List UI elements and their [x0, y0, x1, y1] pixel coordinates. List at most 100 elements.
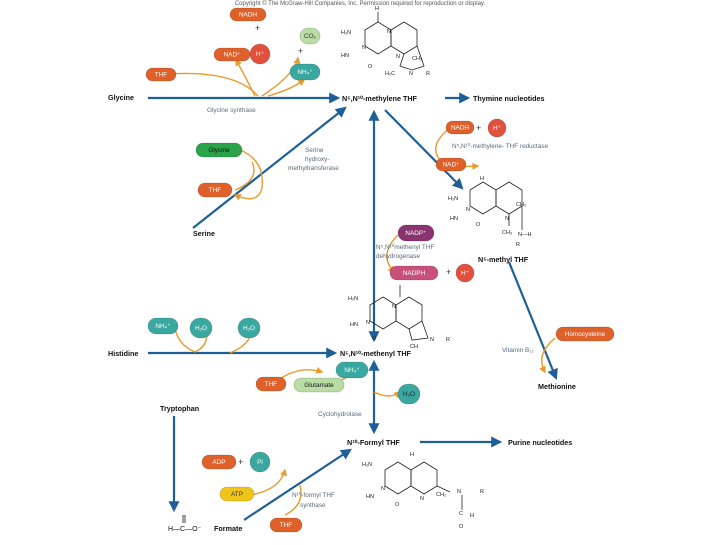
- nadph-pill-shape: [389, 265, 439, 281]
- node-methenyl-thf: N⁵,N¹⁰-methenyl THF: [340, 349, 412, 358]
- thf-mid-pill: THF: [255, 376, 287, 392]
- enzyme-serine-hmt-2: hydroxy-: [305, 156, 330, 163]
- curve-to-nad-top: [235, 58, 256, 97]
- nh4-his-pill: NH₄⁺: [147, 317, 179, 335]
- nadp-pill: NADP⁺: [397, 224, 435, 242]
- struct-text: HN: [350, 322, 358, 328]
- curve-cyclohydrolase: [373, 391, 402, 399]
- glycine-pill-label: Glycine: [208, 147, 230, 154]
- struct-text: CH: [410, 344, 418, 350]
- curve-to-nh4-top: [267, 79, 306, 97]
- h-mid-pill: H⁺: [455, 263, 475, 283]
- nad-top-pill-shape: [213, 47, 251, 62]
- struct-text: N: [362, 45, 366, 51]
- glutamate-pill-shape: [293, 377, 345, 393]
- node-serine: Serine: [193, 229, 215, 238]
- homocysteine-pill-shape: [555, 326, 615, 342]
- atp-pill-label: ATP: [231, 491, 243, 498]
- curve-formyl-synthase: [249, 468, 288, 496]
- node-methylene-thf: N⁵,N¹⁰-methylene THF: [342, 94, 418, 103]
- struct-text: H₂N: [348, 296, 358, 302]
- formate-formula: H—C—O⁻: [168, 526, 202, 533]
- node-formyl-thf: N¹⁰-Formyl THF: [347, 438, 400, 447]
- curve-glycine-serine: [233, 149, 264, 201]
- enzyme-reductase: N⁵,N¹⁰-methylene- THF reductase: [452, 143, 548, 150]
- node-histidine: Histidine: [108, 349, 138, 358]
- arrow-serine-to-methylene: [192, 106, 347, 229]
- enzyme-dehydrogenase-1: N⁵,N¹⁰methenyl THF: [376, 244, 434, 251]
- struct-text: N: [392, 304, 396, 310]
- struct-text: O: [395, 502, 400, 508]
- thf-top-pill-label: THF: [155, 72, 168, 79]
- struct-text: R: [426, 71, 430, 77]
- structure-formyl-thf: [384, 461, 463, 510]
- nad-right-pill-shape: [435, 157, 467, 172]
- co2-pill-label: CO₂: [304, 33, 317, 40]
- struct-text: HN: [450, 216, 458, 222]
- h2o-his2-pill-shape: [237, 317, 261, 339]
- nadh-right-pill: NADH: [445, 120, 475, 135]
- struct-text: H₂N: [341, 30, 351, 36]
- curve-methionine: [539, 337, 556, 374]
- h2o-his2-pill-label: H₂O: [243, 325, 255, 332]
- glycine-pill: Glycine: [195, 142, 243, 158]
- nadph-pill: NADPH: [389, 265, 439, 281]
- thf-serine-pill: THF: [197, 182, 233, 198]
- h2o-his1-pill-label: H₂O: [195, 325, 207, 332]
- nadp-pill-label: NADP⁺: [405, 230, 426, 237]
- plus-sign: +: [238, 457, 243, 467]
- pi-pill-label: Pi: [257, 459, 263, 466]
- node-methionine: Methionine: [538, 382, 576, 391]
- nadh-top-pill: NADH: [229, 7, 267, 22]
- h2o-cyclo-pill: H₂O: [397, 383, 421, 405]
- struct-text: N: [366, 320, 370, 326]
- thf-serine-pill-label: THF: [209, 187, 222, 194]
- h-mid-pill-label: H⁺: [461, 270, 469, 277]
- h-top-pill-shape: [249, 43, 271, 65]
- h2o-his2-pill: H₂O: [237, 317, 261, 339]
- nad-right-pill-label: NAD⁺: [443, 162, 460, 169]
- glutamate-pill-label: Glutamate: [304, 382, 334, 389]
- thf-top-pill: THF: [145, 67, 177, 82]
- nh4-his-pill-shape: [147, 317, 179, 335]
- nadph-pill-label: NADPH: [403, 270, 426, 277]
- nh4-mid-pill-label: NH₄⁺: [344, 367, 359, 374]
- struct-text: R: [480, 489, 484, 495]
- struct-text: H: [410, 452, 414, 458]
- arrow-methylene-to-methyl: [384, 109, 464, 190]
- thf-serine-pill-shape: [197, 182, 233, 198]
- enzyme-dehydrogenase-2: dehydrogenase: [376, 253, 421, 260]
- co2-pill: CO₂: [299, 27, 321, 45]
- homocysteine-pill-label: Homocysteine: [565, 331, 606, 338]
- struct-text: O: [372, 336, 377, 342]
- structure-methyl-thf: [469, 181, 523, 230]
- struct-text: CH₃: [502, 230, 512, 236]
- nadh-right-pill-shape: [445, 120, 475, 135]
- enzyme-formyl-synthase-1: N¹⁰-formyl THF: [292, 492, 335, 499]
- curve-thf-serine: [234, 161, 255, 191]
- thf-mid-pill-shape: [255, 376, 287, 392]
- glutamate-pill: Glutamate: [293, 377, 345, 393]
- nad-right-pill: NAD⁺: [435, 157, 467, 172]
- enzyme-formyl-synthase-2: synthase: [300, 502, 326, 509]
- struct-text: R: [446, 337, 450, 343]
- curve-formyl-synthase-2: [284, 484, 302, 516]
- curve-to-co2: [261, 56, 301, 97]
- plus-sign: +: [476, 123, 481, 133]
- glycine-pill-shape: [195, 142, 243, 158]
- h2o-his1-pill: H₂O: [189, 317, 213, 339]
- node-thymine-nucleotides: Thymine nucleotides: [473, 94, 545, 103]
- node-tryptophan: Tryptophan: [160, 404, 199, 413]
- arrow-methyl-to-methionine: [507, 261, 558, 381]
- struct-text: HN: [341, 53, 349, 59]
- struct-text: O: [459, 524, 464, 530]
- thf-bottom-pill: THF: [269, 517, 303, 533]
- struct-text: O: [368, 64, 373, 70]
- struct-text: H₂N: [362, 462, 372, 468]
- enzyme-serine-hmt-1: Serine: [305, 147, 324, 154]
- struct-text: N: [409, 71, 413, 77]
- nh4-mid-pill-shape: [335, 361, 369, 379]
- plus-sign: +: [298, 46, 303, 56]
- struct-text: R: [516, 242, 520, 248]
